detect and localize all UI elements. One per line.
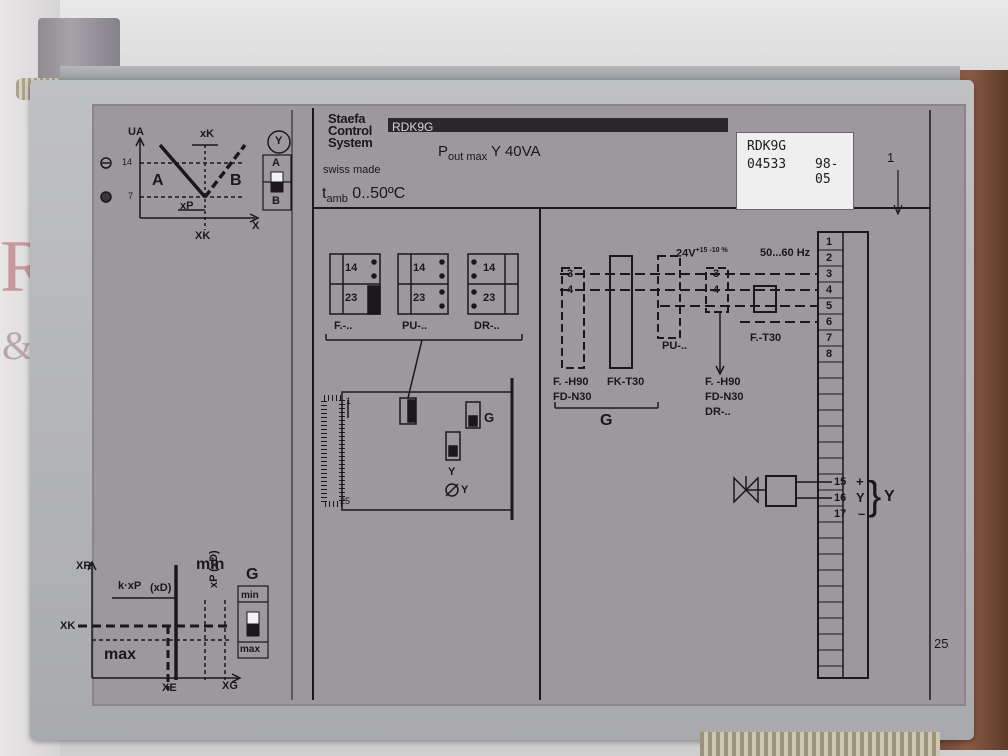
- label-ua: UA: [128, 126, 144, 138]
- jumper-f-label: F.-..: [334, 320, 353, 332]
- pcb-slot-1: 1: [346, 396, 352, 406]
- label-xe: XE: [162, 682, 177, 694]
- bottom-spring: [700, 732, 940, 756]
- supply-frequency: 50...60 Hz: [760, 247, 811, 259]
- sticker-code: 04533: [747, 157, 787, 172]
- label-max: max: [104, 646, 137, 663]
- label-7: 7: [128, 191, 134, 201]
- terminal-7: 7: [826, 332, 833, 344]
- pcb-layout: [321, 378, 514, 520]
- switch-b: B: [272, 195, 280, 207]
- power-rating: Pout max Y 40VA: [438, 143, 541, 163]
- label-xk-bottom: XK: [195, 230, 211, 242]
- jumper-dr-label: DR-..: [474, 320, 500, 332]
- label-x: X: [252, 220, 260, 232]
- margin-top-number: 1: [887, 150, 895, 165]
- label-xd: (xD): [150, 582, 172, 594]
- terminal-2: 2: [826, 252, 833, 264]
- terminal-4: 4: [826, 284, 833, 296]
- terminal-3: 3: [826, 268, 833, 280]
- supply-voltage: 24V+15 -10 %: [676, 247, 728, 260]
- terminal-wiring: [554, 231, 869, 679]
- terminal-plus: +: [856, 474, 864, 489]
- label-xr: XR: [76, 560, 92, 572]
- label-a: A: [152, 172, 164, 189]
- box-4-left: 4: [567, 284, 574, 296]
- label-14: 14: [122, 157, 133, 167]
- terminal-15: 15: [834, 476, 847, 488]
- model-bar: RDK9G: [388, 118, 728, 134]
- range-diagram: [78, 560, 269, 690]
- label-y-circle: Y: [275, 135, 283, 147]
- y-brace: }: [868, 474, 882, 518]
- terminal-16: 16: [834, 492, 847, 504]
- switch-min-label: min: [241, 590, 259, 601]
- fdn30-label: FD-N30: [553, 391, 592, 403]
- terminal-8: 8: [826, 348, 833, 360]
- y-output-label: Y: [884, 488, 895, 505]
- ambient-temperature: tamb 0..50ºC: [322, 185, 406, 206]
- jumper-pu-14: 14: [413, 262, 426, 274]
- background-ampersand: &: [2, 323, 34, 368]
- terminal-1: 1: [826, 236, 833, 248]
- jumper-pu-23: 23: [413, 292, 426, 304]
- label-min: min: [196, 556, 225, 573]
- model-name: RDK9G: [392, 120, 434, 134]
- pcb-slot-25: 25: [340, 496, 351, 506]
- label-xk-top: xK: [200, 128, 215, 140]
- margin-bottom-number: 25: [934, 636, 949, 651]
- serial-sticker: RDK9G 04533 98-05: [736, 132, 854, 210]
- switch-a: A: [272, 157, 280, 169]
- terminal-5: 5: [826, 300, 833, 312]
- fh90b-label: F. -H90: [705, 376, 741, 388]
- switch-max-label: max: [240, 644, 261, 655]
- fdn30b-label: FD-N30: [705, 391, 744, 403]
- fkt30-label: FK-T30: [607, 376, 645, 388]
- jumper-dr-14: 14: [483, 262, 496, 274]
- sticker-model: RDK9G: [747, 139, 787, 154]
- terminal-minus: –: [858, 506, 866, 521]
- drb-label: DR-..: [705, 406, 731, 418]
- box-3-mid: 3: [713, 268, 720, 280]
- label-kxp: k·xP: [118, 580, 142, 592]
- label-xk: XK: [60, 620, 76, 632]
- terminal-6: 6: [826, 316, 833, 328]
- terminal-y: Y: [856, 490, 865, 505]
- box-4-mid: 4: [713, 284, 720, 296]
- terminal-17: 17: [834, 508, 847, 520]
- brand-name: Staefa Control System: [328, 111, 373, 150]
- jumper-blocks: [325, 253, 523, 399]
- switch-g-label: G: [246, 566, 259, 583]
- pcb-y-out-label: Y: [461, 484, 469, 496]
- jumper-f-23: 23: [345, 292, 358, 304]
- sticker-date: 98-05: [815, 157, 839, 187]
- jumper-pu-label: PU-..: [402, 320, 428, 332]
- pcb-g-label: G: [484, 410, 495, 425]
- characteristic-diagram: [100, 130, 292, 230]
- jumper-dr-23: 23: [483, 292, 496, 304]
- swiss-made: swiss made: [323, 164, 381, 176]
- pu-label: PU-..: [662, 340, 688, 352]
- label-xg: XG: [222, 680, 238, 692]
- pcb-y-label: Y: [448, 466, 456, 478]
- ft30-label: F.-T30: [750, 332, 782, 344]
- label-b: B: [230, 172, 242, 189]
- box-3-left: 3: [567, 268, 574, 280]
- label-xp: xP: [180, 200, 194, 212]
- fh90-label: F. -H90: [553, 376, 589, 388]
- label-xp-xd: xP (xD): [208, 550, 220, 588]
- jumper-f-14: 14: [345, 262, 358, 274]
- group-g-label: G: [600, 412, 613, 429]
